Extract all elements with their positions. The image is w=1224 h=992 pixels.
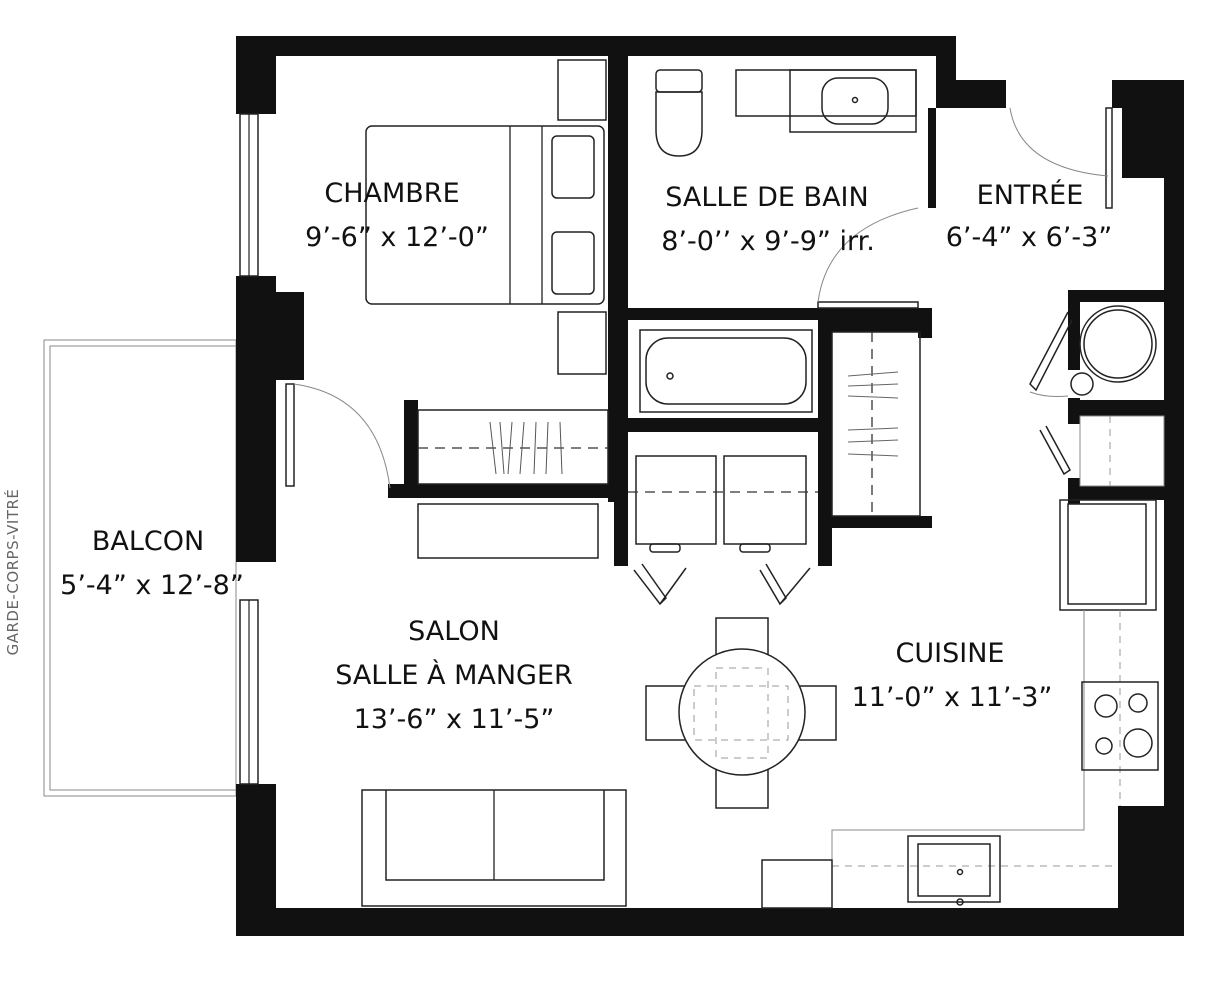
- interior-walls: [388, 56, 1164, 566]
- chambre-dims: 9’-6” x 12’-0”: [305, 222, 489, 253]
- entry-door: [1009, 107, 1113, 209]
- exterior-walls: [236, 36, 1184, 936]
- living-room-name: SALON: [408, 616, 500, 647]
- bathroom-door: [817, 207, 919, 309]
- balcony-name: BALCON: [92, 526, 204, 557]
- water-heater-closet: [1029, 305, 1165, 487]
- balcony-door: [285, 383, 391, 489]
- bathroom-name: SALLE DE BAIN: [665, 182, 868, 213]
- windows: [239, 113, 259, 785]
- entry-dims: 6’-4” x 6’-3”: [946, 222, 1112, 253]
- entry-name: ENTRÉE: [977, 179, 1084, 211]
- linen-closet: [831, 331, 921, 517]
- balcony-railing: [43, 339, 237, 797]
- kitchen-counters: [761, 499, 1159, 909]
- kitchen-dims: 11’-0” x 11’-3”: [852, 682, 1053, 713]
- dining-table: [645, 617, 837, 809]
- dining-room-name: SALLE À MANGER: [335, 659, 573, 691]
- bathroom-fixtures: [639, 69, 917, 413]
- bedroom-closet: [417, 409, 609, 485]
- kitchen-name: CUISINE: [896, 638, 1005, 669]
- living-room-furniture: [361, 503, 627, 907]
- balcony-dims: 5’-4” x 12’-8”: [60, 570, 244, 601]
- bedroom-furniture: [365, 59, 607, 375]
- living-room-dims: 13’-6” x 11’-5”: [354, 704, 555, 735]
- glass-railing-label: GARDE-CORPS-VITRÉ: [3, 489, 22, 656]
- chambre-name: CHAMBRE: [324, 178, 459, 209]
- bathroom-dims: 8’-0’’ x 9’-9” irr.: [661, 226, 875, 257]
- laundry-closet: [628, 455, 818, 606]
